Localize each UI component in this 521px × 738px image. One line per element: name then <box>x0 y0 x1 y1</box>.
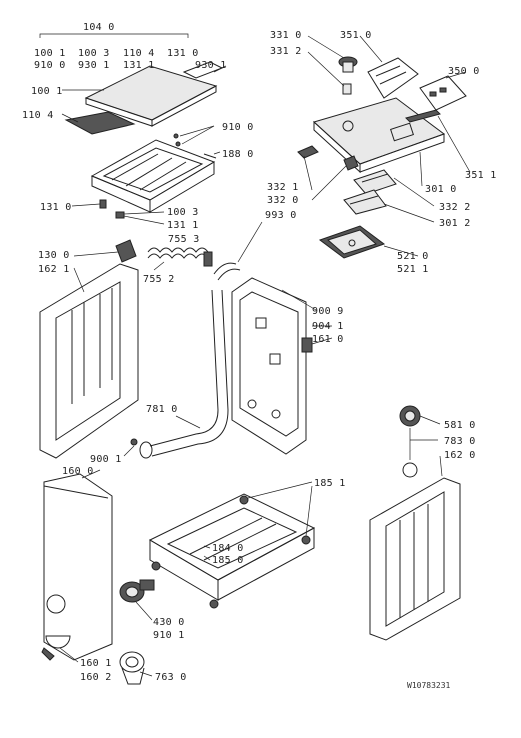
foot-icon <box>239 495 249 505</box>
dispenser-parts <box>343 169 435 223</box>
label-331-2: 331 2 <box>270 46 302 57</box>
inlet-hose <box>147 247 209 253</box>
label-104-0: 104 0 <box>83 22 115 33</box>
label-332-0: 332 0 <box>267 195 299 206</box>
label-100-3: 100 3 <box>78 48 110 59</box>
document-id: W10783231 <box>407 681 451 690</box>
label-350-0: 350 0 <box>448 66 480 77</box>
screw-icon <box>175 141 181 147</box>
label-783-0: 783 0 <box>444 436 476 447</box>
label-755-3: 755 3 <box>168 234 200 245</box>
label-301-2: 301 2 <box>439 218 471 229</box>
label-521-1: 521 1 <box>397 264 429 275</box>
control-panel <box>313 97 446 165</box>
label-100-1-b: 100 1 <box>31 86 63 97</box>
label-755-2: 755 2 <box>143 274 175 285</box>
label-185-0: 185 0 <box>212 555 244 566</box>
part-labels: 104 0 100 1 100 3 110 4 131 0 910 0 930 … <box>22 22 497 690</box>
label-430-0: 430 0 <box>153 617 185 628</box>
label-188-0: 188 0 <box>222 149 254 160</box>
label-910-0: 910 0 <box>34 60 66 71</box>
drain-pump <box>119 579 155 685</box>
foot-icon <box>151 561 161 571</box>
pump-filter <box>119 651 145 673</box>
label-130-0: 130 0 <box>38 250 70 261</box>
rear-panel <box>231 277 333 455</box>
label-910-1: 910 1 <box>153 630 185 641</box>
label-993-0: 993 0 <box>265 210 297 221</box>
right-side-panel <box>369 405 461 641</box>
label-184-0: 184 0 <box>212 543 244 554</box>
knob-shaft-icon <box>342 83 352 95</box>
top-lid-assembly <box>39 33 227 225</box>
label-110-4-b: 110 4 <box>22 110 54 121</box>
electronic-board <box>367 57 419 99</box>
hinge-icon <box>99 199 107 209</box>
label-185-1: 185 1 <box>314 478 346 489</box>
connector-icon <box>301 337 313 353</box>
dispenser-drawer <box>318 225 419 259</box>
label-110-4: 110 4 <box>123 48 155 59</box>
foot-icon <box>209 599 219 609</box>
label-131-0: 131 0 <box>167 48 199 59</box>
label-301-0: 301 0 <box>425 184 457 195</box>
label-904-1: 904 1 <box>312 321 344 332</box>
base-frame <box>148 481 316 609</box>
label-161-0: 161 0 <box>312 334 344 345</box>
label-162-1: 162 1 <box>38 264 70 275</box>
label-900-1: 900 1 <box>90 454 122 465</box>
label-131-1-b: 131 1 <box>167 220 199 231</box>
detergent-part-icon <box>297 145 319 159</box>
label-100-3-b: 100 3 <box>167 207 199 218</box>
clamp-icon <box>203 251 213 267</box>
light-guide <box>405 109 441 123</box>
lid-handle <box>64 111 136 135</box>
label-160-2: 160 2 <box>80 672 112 683</box>
clip-icon <box>115 211 125 219</box>
filter-door <box>45 635 71 649</box>
label-160-1: 160 1 <box>80 658 112 669</box>
display-board <box>419 75 467 111</box>
label-131-0-b: 131 0 <box>40 202 72 213</box>
foot-icon <box>301 535 311 545</box>
label-160-0: 160 0 <box>62 466 94 477</box>
control-panel-assembly <box>297 35 471 259</box>
label-331-0: 331 0 <box>270 30 302 41</box>
top-frame <box>90 139 216 213</box>
label-763-0: 763 0 <box>155 672 187 683</box>
label-332-1: 332 1 <box>267 182 299 193</box>
detergent-part-icon <box>343 155 359 171</box>
label-351-0: 351 0 <box>340 30 372 41</box>
label-781-0: 781 0 <box>146 404 178 415</box>
clamp-icon <box>130 438 138 446</box>
lid-panel <box>84 65 218 121</box>
label-131-1: 131 1 <box>123 60 155 71</box>
label-100-1: 100 1 <box>34 48 66 59</box>
label-521-0: 521 0 <box>397 251 429 262</box>
label-162-0: 162 0 <box>444 450 476 461</box>
screw-icon <box>173 133 179 139</box>
label-930-1-b: 930 1 <box>195 60 227 71</box>
label-910-0-b: 910 0 <box>222 122 254 133</box>
label-351-1: 351 1 <box>465 170 497 181</box>
front-panel <box>41 469 113 663</box>
label-332-2: 332 2 <box>439 202 471 213</box>
bracket-icon <box>115 239 137 263</box>
label-930-1: 930 1 <box>78 60 110 71</box>
label-900-9: 900 9 <box>312 306 344 317</box>
drain-pipe <box>123 221 263 459</box>
left-side-panel <box>39 263 139 459</box>
left-side-area <box>39 239 213 459</box>
label-581-0: 581 0 <box>444 420 476 431</box>
ring-icon <box>402 462 418 478</box>
